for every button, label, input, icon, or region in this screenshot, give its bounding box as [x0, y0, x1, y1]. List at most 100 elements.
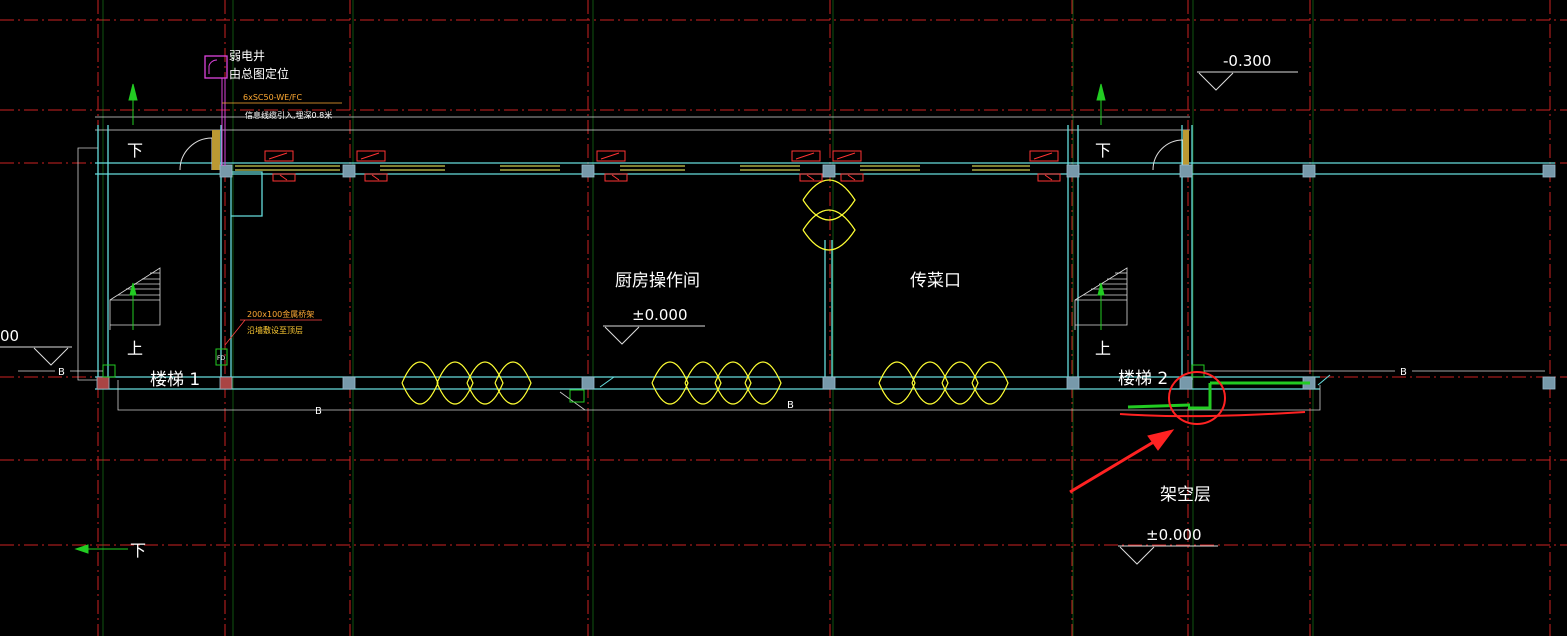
bus-b-mid: B [315, 406, 322, 417]
tray-label: 200x100金属桥架 [247, 309, 314, 319]
socket-symbol [1037, 173, 1061, 182]
socket-mark [806, 174, 815, 181]
column [1302, 164, 1316, 178]
column [1542, 376, 1556, 390]
top-level-label: -0.300 [1223, 52, 1271, 70]
serving-window-label: 传菜口 [910, 271, 961, 291]
level-marker-top [1197, 71, 1298, 91]
column [581, 164, 595, 178]
stair-1-up-label: 上 [127, 339, 143, 358]
outlet-symbol [596, 150, 626, 162]
column [1066, 376, 1080, 390]
column [219, 376, 233, 390]
column [1179, 164, 1193, 178]
pipe-label: 6xSC50-WE/FC [243, 93, 302, 102]
door-swing [651, 361, 689, 405]
column [822, 376, 836, 390]
outlet-symbol [264, 150, 294, 162]
socket-mark [279, 174, 288, 181]
highlight-circle [1168, 371, 1226, 425]
socket-symbol [799, 173, 823, 182]
column [822, 164, 836, 178]
stair-1-label: 楼梯 1 [150, 370, 200, 390]
bus-b-right-1: B [787, 400, 794, 411]
door-swing [941, 361, 979, 405]
red-underline [1119, 411, 1306, 418]
stair-2-label: 楼梯 2 [1118, 369, 1168, 389]
door-swing [436, 361, 474, 405]
structural-columns [96, 164, 1556, 390]
stair-2-arrow-icon [1096, 83, 1106, 125]
red-pointer-arrow-icon [1069, 429, 1175, 494]
labels: 弱电井 由总图定位 6xSC50-WE/FC 信息线缆引入,埋深0.8米 200… [0, 49, 1407, 560]
outlet-slash [268, 152, 288, 160]
bus-b-right-2: B [1400, 367, 1407, 378]
door-swing [684, 361, 722, 405]
column [342, 376, 356, 390]
column [219, 164, 233, 178]
stair-2-up-label: 上 [1095, 339, 1111, 358]
fd-tag: FD [217, 355, 225, 362]
weak-shaft-symbol[interactable] [204, 55, 228, 166]
socket-mark [1044, 174, 1053, 181]
weak-shaft-label: 弱电井 [229, 49, 265, 63]
column [1179, 376, 1193, 390]
weak-shaft-note: 由总图定位 [229, 66, 289, 81]
door-swing [744, 361, 782, 405]
door-swing [911, 361, 949, 405]
pipe-note: 信息线缆引入,埋深0.8米 [245, 110, 332, 120]
kitchen-room-label: 厨房操作间 [615, 271, 700, 291]
door-swing [878, 361, 916, 405]
column [1542, 164, 1556, 178]
bus-b-left: B [58, 367, 65, 378]
stair-doors [179, 130, 1189, 171]
stair-2-up-arrow-icon [1097, 282, 1105, 330]
door-swing [802, 179, 856, 221]
column [96, 376, 110, 390]
stilt-level-label: ±0.000 [1146, 526, 1202, 544]
socket-mark [847, 174, 856, 181]
door-swing [466, 361, 504, 405]
level-marker-left [0, 346, 72, 366]
socket-symbol [604, 173, 628, 182]
down-left-arrow-icon [74, 544, 128, 554]
fd-box[interactable] [215, 348, 228, 366]
socket-symbol [840, 173, 864, 182]
door-swing [401, 361, 439, 405]
stair-1-up-arrow-icon [129, 282, 137, 330]
column [581, 376, 595, 390]
tray-note: 沿墙敷设至顶层 [247, 325, 303, 335]
arrow-marks [599, 374, 1331, 388]
stair-1-arrow-icon [128, 83, 138, 125]
building-walls [77, 116, 1555, 411]
green-markup [1127, 381, 1310, 410]
socket-symbol [272, 173, 296, 182]
door-swings [401, 179, 1009, 405]
column [342, 164, 356, 178]
outlet-symbol [832, 150, 862, 162]
outlet-slash [1033, 152, 1053, 160]
stair-2-down-label: 下 [1095, 141, 1111, 160]
door-swing [802, 209, 856, 251]
socket-mark [611, 174, 620, 181]
wall-electrical-symbols [264, 150, 1061, 182]
exit-down-label: 下 [130, 541, 146, 560]
left-level-label: 00 [0, 327, 19, 345]
door-swing [494, 361, 532, 405]
outlet-slash [795, 152, 815, 160]
outlet-symbol [1029, 150, 1059, 162]
outlet-slash [600, 152, 620, 160]
stair-1-down-label: 下 [127, 141, 143, 160]
outlet-slash [836, 152, 856, 160]
door-swing [971, 361, 1009, 405]
outlet-symbol [356, 150, 386, 162]
kitchen-level-label: ±0.000 [632, 306, 688, 324]
stilt-floor-label: 架空层 [1160, 485, 1211, 505]
column [1066, 164, 1080, 178]
level-marker-stilt [1118, 545, 1218, 565]
outlet-slash [360, 152, 380, 160]
door-swing [714, 361, 752, 405]
stair-1-treads [109, 267, 161, 330]
